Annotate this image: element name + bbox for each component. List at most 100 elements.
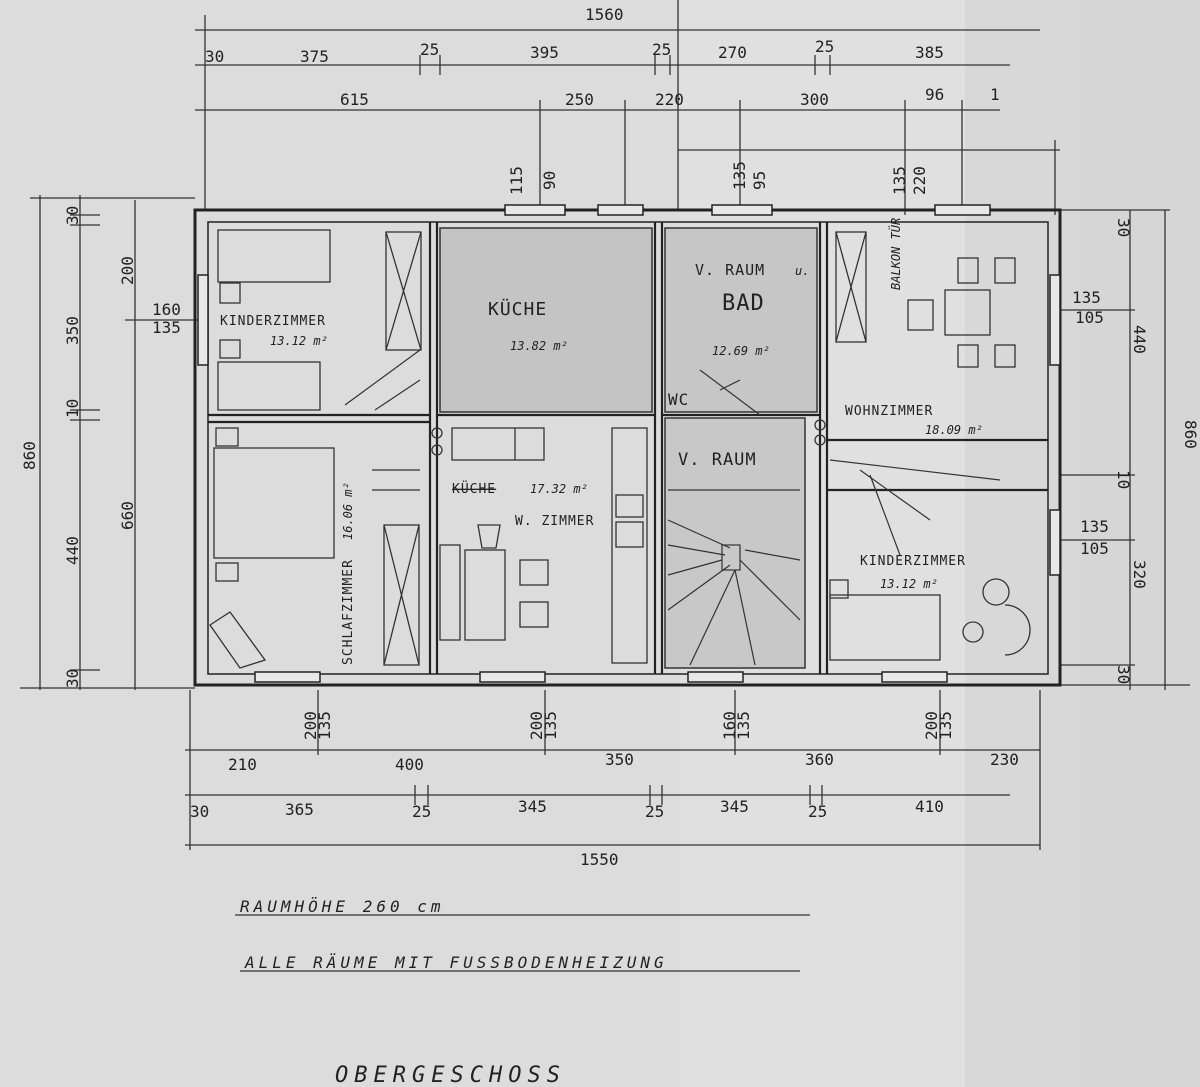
dim-left-2: 200 — [118, 256, 137, 285]
dim-open-6: 220 — [910, 166, 929, 195]
dim-bot-7: 365 — [285, 800, 314, 819]
paper-right-shadow — [965, 0, 1200, 1087]
plan-notes: RAUMHÖHE 260 cm ALLE RÄUME MIT FUSSBODEN… — [235, 897, 810, 1087]
dim-bot-open-8: 135 — [936, 711, 955, 740]
top-dimension-text: 1560 30 375 25 395 25 270 25 385 615 250… — [205, 5, 1000, 195]
dim-left-3: 350 — [63, 316, 82, 345]
kitchen-counter — [431, 419, 826, 664]
room-vraum-name: V. RAUM — [678, 450, 757, 470]
vraum-shading — [664, 417, 806, 669]
room-kinderzimmer-2-area: 13.12 m² — [880, 577, 938, 591]
wardrobes — [383, 231, 867, 666]
dim-bot-9: 345 — [518, 797, 547, 816]
dim-bot-open-5: 160 — [720, 711, 739, 740]
dim-overall-top: 1560 — [585, 5, 624, 24]
dim-bot-5: 230 — [990, 750, 1019, 769]
room-wohnzimmer-area: 18.09 m² — [925, 423, 983, 437]
note-room-height: RAUMHÖHE 260 cm — [240, 897, 445, 916]
left-dimension-lines — [20, 195, 200, 690]
room-wohnkueche-area: 17.32 m² — [530, 482, 588, 496]
dim-right-2: 440 — [1130, 325, 1149, 354]
dim-bot-11: 345 — [720, 797, 749, 816]
dim-top-10: 250 — [565, 90, 594, 109]
interior-walls — [208, 222, 1048, 674]
dim-bot-3: 350 — [605, 750, 634, 769]
dim-open-4: 95 — [750, 171, 769, 190]
dim-top-2: 375 — [300, 47, 329, 66]
dim-bot-12: 25 — [808, 802, 827, 821]
dim-right-win-3: 135 — [1080, 517, 1109, 536]
top-dimension-lines — [195, 0, 1060, 215]
dim-top-11: 220 — [655, 90, 684, 109]
dim-bot-open-6: 135 — [734, 711, 753, 740]
dim-bot-4: 360 — [805, 750, 834, 769]
room-kueche-area: 13.82 m² — [510, 339, 568, 353]
windows — [197, 204, 1061, 683]
room-wohnkueche-old-name: KÜCHE — [452, 480, 496, 497]
dim-right-overall: 860 — [1181, 420, 1200, 449]
dim-top-9: 615 — [340, 90, 369, 109]
room-kueche-name: KÜCHE — [488, 298, 547, 320]
dim-left-6: 660 — [118, 501, 137, 530]
dim-open-3: 135 — [730, 161, 749, 190]
dim-top-4: 395 — [530, 43, 559, 62]
dim-bot-1: 210 — [228, 755, 257, 774]
note-floor-heating: ALLE RÄUME MIT FUSSBODENHEIZUNG — [244, 953, 668, 972]
staircases — [344, 349, 1001, 666]
room-wzimmer-name: W. ZIMMER — [515, 514, 594, 529]
dim-bot-10: 25 — [645, 802, 664, 821]
dim-right-win-4: 105 — [1080, 539, 1109, 558]
room-vraum-bad-note: u. — [795, 264, 809, 278]
dim-bot-6: 30 — [190, 802, 209, 821]
dim-bot-open-4: 135 — [541, 711, 560, 740]
dim-top-8: 385 — [915, 43, 944, 62]
dim-open-1: 115 — [507, 166, 526, 195]
dim-left-1: 30 — [63, 206, 82, 225]
dim-open-5: 135 — [890, 166, 909, 195]
room-balkontuer-label: BALKON TÜR — [887, 218, 903, 290]
dim-right-3: 10 — [1114, 470, 1133, 489]
kueche-shading — [439, 227, 653, 413]
bottom-dimension-lines — [185, 690, 1041, 850]
dim-top-5: 25 — [652, 40, 671, 59]
dim-top-1: 30 — [205, 47, 224, 66]
dim-bot-2: 400 — [395, 755, 424, 774]
dim-open-2: 90 — [540, 171, 559, 190]
dim-left-door-2: 135 — [152, 318, 181, 337]
room-schlafzimmer-name: SCHLAFZIMMER — [341, 559, 356, 665]
dim-left-overall: 860 — [20, 441, 39, 470]
room-bad-area: 12.69 m² — [712, 344, 770, 358]
dim-bot-open-2: 135 — [315, 711, 334, 740]
dim-top-6: 270 — [718, 43, 747, 62]
room-bad-name: BAD — [722, 291, 765, 316]
room-kinderzimmer-1-name: KINDERZIMMER — [220, 314, 326, 329]
dim-bot-13: 410 — [915, 797, 944, 816]
dim-left-4: 10 — [63, 399, 82, 418]
left-dimension-text: 860 30 200 350 10 440 660 30 160 135 — [20, 206, 181, 688]
dim-top-3: 25 — [420, 40, 439, 59]
dim-bot-open-1: 200 — [301, 711, 320, 740]
dim-left-door-1: 160 — [152, 300, 181, 319]
dim-right-4: 320 — [1130, 560, 1149, 589]
bottom-dimension-text: 200 135 200 135 160 135 200 135 210 400 … — [190, 711, 1019, 869]
dim-bot-open-7: 200 — [922, 711, 941, 740]
dim-right-5: 30 — [1114, 665, 1133, 684]
dim-bot-open-3: 200 — [527, 711, 546, 740]
room-kinderzimmer-1-area: 13.12 m² — [270, 334, 328, 348]
dim-top-7: 25 — [815, 37, 834, 56]
plan-title: OBERGESCHOSS — [335, 1063, 566, 1087]
room-schlafzimmer-area: 16.06 m² — [341, 482, 355, 540]
room-wc-name: WC — [668, 390, 689, 409]
room-vraum-bad-name: V. RAUM — [695, 261, 765, 279]
dining-furniture — [439, 257, 1031, 656]
right-dimension-text: 860 30 440 10 320 30 135 105 135 105 — [1072, 218, 1200, 684]
room-kinderzimmer-2-name: KINDERZIMMER — [860, 554, 966, 569]
room-labels: KINDERZIMMER 13.12 m² KÜCHE 13.82 m² V. … — [220, 218, 983, 665]
dim-top-13: 96 — [925, 85, 944, 104]
dim-left-7: 30 — [63, 669, 82, 688]
dim-left-5: 440 — [63, 536, 82, 565]
beds — [209, 229, 941, 669]
dim-top-14: 1 — [990, 85, 1000, 104]
dim-right-1: 30 — [1114, 218, 1133, 237]
